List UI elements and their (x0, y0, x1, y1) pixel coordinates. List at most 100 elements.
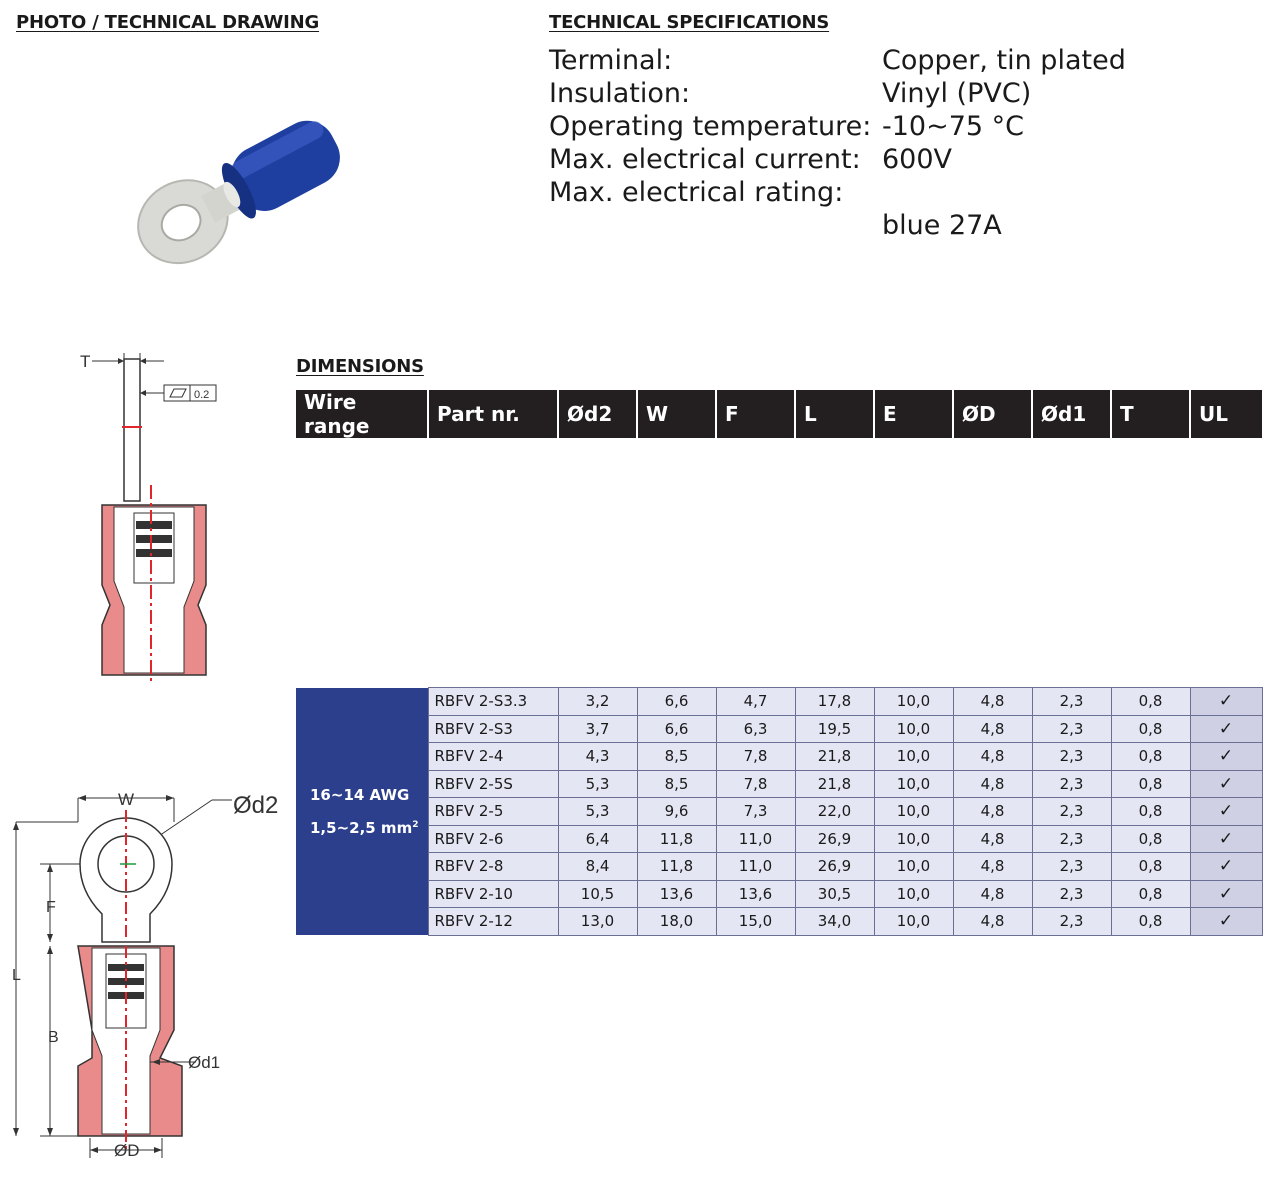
table-row: RBFV 2-4 4,3 8,5 7,8 21,8 10,0 4,8 2,3 0… (296, 742, 1263, 771)
spec-label: Insulation: (549, 78, 691, 109)
table-spacer (296, 438, 1262, 688)
spec-label: Max. electrical rating: (549, 177, 844, 208)
dimension-w-label: W (118, 790, 134, 809)
spec-label (549, 209, 882, 242)
ring-terminal-photo (137, 120, 340, 265)
header-d1: Ød1 (1032, 390, 1112, 438)
d1-cell: 2,3 (1032, 907, 1112, 936)
l-cell: 26,9 (795, 852, 875, 881)
d1-cell: 2,3 (1032, 880, 1112, 908)
w-cell: 11,8 (637, 825, 717, 853)
f-cell: 13,6 (716, 880, 796, 908)
ul-check-icon: ✓ (1190, 687, 1263, 716)
header-d2: Ød2 (558, 390, 638, 438)
t-cell: 0,8 (1111, 852, 1191, 881)
dimension-b-label: B (48, 1029, 59, 1046)
t-cell: 0,8 (1111, 797, 1191, 826)
dimension-d2-label: Ød2 (233, 792, 278, 819)
wire-range-awg: 16~14 AWG (310, 785, 410, 804)
spec-row-terminal: Terminal: Copper, tin plated (549, 44, 1126, 77)
part-nr-cell: RBFV 2-5 (428, 797, 559, 826)
part-nr-cell: RBFV 2-5S (428, 770, 559, 798)
d1-cell: 2,3 (1032, 742, 1112, 771)
w-cell: 8,5 (637, 770, 717, 798)
spec-value: 600V (882, 144, 953, 175)
part-nr-cell: RBFV 2-S3 (428, 715, 559, 743)
w-cell: 6,6 (637, 715, 717, 743)
header-e: E (874, 390, 954, 438)
l-cell: 30,5 (795, 880, 875, 908)
t-cell: 0,8 (1111, 880, 1191, 908)
header-wire-range: Wire range (296, 390, 429, 438)
w-cell: 11,8 (637, 852, 717, 881)
e-cell: 10,0 (874, 797, 954, 826)
specs-section-heading: TECHNICAL SPECIFICATIONS (549, 12, 830, 33)
l-cell: 34,0 (795, 907, 875, 936)
t-cell: 0,8 (1111, 907, 1191, 936)
dimension-d1-label: Ød1 (188, 1053, 220, 1072)
spec-row-temperature: Operating temperature: -10~75 °C (549, 110, 1126, 143)
table-row: 16~14 AWG 1,5~2,5 mm2 RBFV 2-S3.3 3,2 6,… (296, 687, 1263, 935)
l-cell: 26,9 (795, 825, 875, 853)
e-cell: 10,0 (874, 770, 954, 798)
table-row: RBFV 2-5S 5,3 8,5 7,8 21,8 10,0 4,8 2,3 … (296, 770, 1263, 798)
spec-label: Max. electrical current: (549, 144, 861, 175)
e-cell: 10,0 (874, 742, 954, 771)
dimensions-table: Wire range Part nr. Ød2 W F L E ØD Ød1 T… (296, 390, 1263, 936)
f-cell: 11,0 (716, 852, 796, 881)
f-cell: 15,0 (716, 907, 796, 936)
spec-value: Vinyl (PVC) (882, 78, 1032, 109)
spec-value: blue 27A (882, 210, 1002, 241)
d2-cell: 6,4 (558, 825, 638, 853)
d-cell: 4,8 (953, 852, 1033, 881)
table-row: RBFV 2-6 6,4 11,8 11,0 26,9 10,0 4,8 2,3… (296, 825, 1263, 853)
spec-label: Operating temperature: (549, 111, 872, 142)
d2-cell: 10,5 (558, 880, 638, 908)
table-row: RBFV 2-8 8,4 11,8 11,0 26,9 10,0 4,8 2,3… (296, 852, 1263, 881)
part-nr-cell: RBFV 2-8 (428, 852, 559, 881)
e-cell: 10,0 (874, 715, 954, 743)
d2-cell: 8,4 (558, 852, 638, 881)
d2-cell: 3,7 (558, 715, 638, 743)
l-cell: 17,8 (795, 687, 875, 716)
header-w: W (637, 390, 717, 438)
header-l: L (795, 390, 875, 438)
f-cell: 7,8 (716, 742, 796, 771)
spec-row-rating-value: blue 27A (549, 209, 1126, 242)
table-row: RBFV 2-12 13,0 18,0 15,0 34,0 10,0 4,8 2… (296, 907, 1263, 936)
part-nr-cell: RBFV 2-10 (428, 880, 559, 908)
f-cell: 7,3 (716, 797, 796, 826)
dimension-l-label: L (12, 967, 21, 984)
d-cell: 4,8 (953, 715, 1033, 743)
ul-check-icon: ✓ (1190, 880, 1263, 908)
spec-value: -10~75 °C (882, 111, 1025, 142)
ul-check-icon: ✓ (1190, 715, 1263, 743)
spec-label: Terminal: (549, 45, 673, 76)
spec-value: Copper, tin plated (882, 45, 1126, 76)
l-cell: 22,0 (795, 797, 875, 826)
dimensions-section-heading: DIMENSIONS (296, 356, 424, 377)
e-cell: 10,0 (874, 687, 954, 716)
d-cell: 4,8 (953, 825, 1033, 853)
t-cell: 0,8 (1111, 715, 1191, 743)
t-cell: 0,8 (1111, 687, 1191, 716)
part-nr-cell: RBFV 2-6 (428, 825, 559, 853)
f-cell: 4,7 (716, 687, 796, 716)
d-cell: 4,8 (953, 797, 1033, 826)
ul-check-icon: ✓ (1190, 852, 1263, 881)
f-cell: 6,3 (716, 715, 796, 743)
d-cell: 4,8 (953, 880, 1033, 908)
e-cell: 10,0 (874, 880, 954, 908)
t-cell: 0,8 (1111, 825, 1191, 853)
ul-check-icon: ✓ (1190, 742, 1263, 771)
tolerance-label: 0.2 (194, 389, 209, 401)
l-cell: 21,8 (795, 742, 875, 771)
l-cell: 21,8 (795, 770, 875, 798)
table-row: RBFV 2-10 10,5 13,6 13,6 30,5 10,0 4,8 2… (296, 880, 1263, 908)
wire-range-mm: 1,5~2,5 mm2 (310, 818, 419, 837)
t-cell: 0,8 (1111, 742, 1191, 771)
table-header-row: Wire range Part nr. Ød2 W F L E ØD Ød1 T… (296, 390, 1262, 438)
spec-row-current: Max. electrical current: 600V (549, 143, 1126, 176)
f-cell: 11,0 (716, 825, 796, 853)
ul-check-icon: ✓ (1190, 825, 1263, 853)
